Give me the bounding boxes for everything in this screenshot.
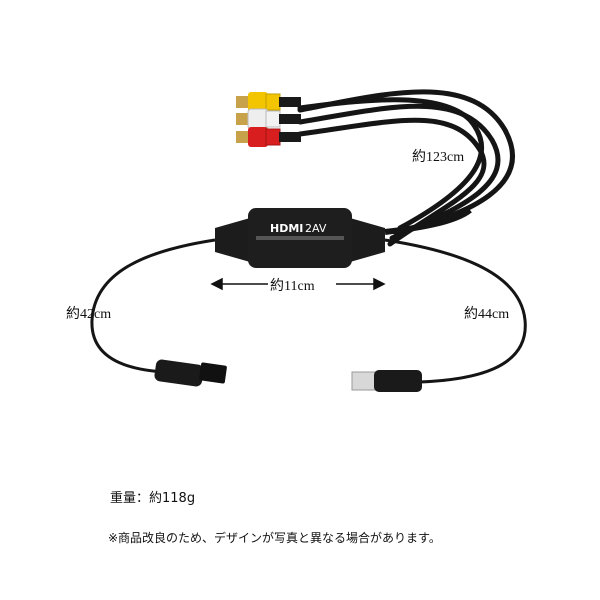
box-length-label: 約11cm [270, 279, 315, 294]
rca-plug-yellow [236, 92, 301, 112]
weight-text: 重量：約118g [110, 491, 196, 506]
rca-plug-red [236, 127, 301, 147]
rca-cable-coil [297, 89, 515, 247]
converter-box [215, 208, 385, 268]
hdmi-cable-length-label: 約42cm [66, 307, 112, 322]
usb-cable [384, 238, 527, 384]
usb-cable-length-label: 約44cm [464, 307, 510, 322]
hdmi-plug [154, 359, 227, 387]
rca-cable-length-label: 約123cm [412, 150, 465, 165]
box-dimension-arrow [210, 277, 386, 291]
hdmi-cable [90, 238, 216, 374]
box-label-brand: HDMI [270, 222, 303, 235]
box-label-suffix: 2AV [305, 222, 327, 235]
disclaimer-text: ※商品改良のため、デザインが写真と異なる場合があります。 [108, 531, 441, 545]
usb-plug [351, 370, 422, 392]
rca-main-cable [384, 207, 472, 235]
rca-plug-white [236, 108, 301, 130]
